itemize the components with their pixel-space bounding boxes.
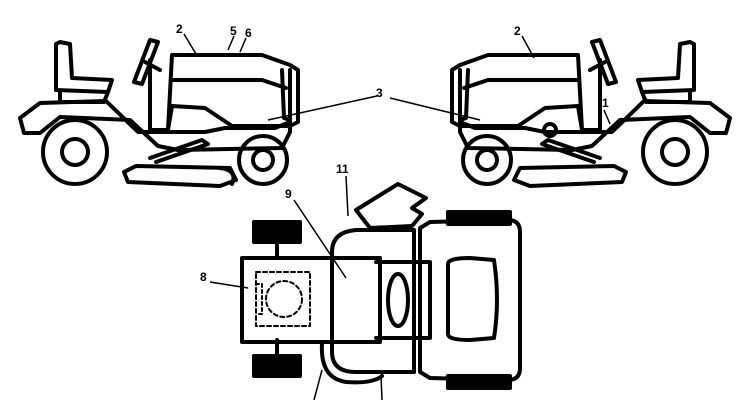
front-tire-bottom xyxy=(252,354,302,378)
steering-wheel-right xyxy=(590,38,618,86)
tractor-top-view xyxy=(240,182,522,390)
discharge-chute xyxy=(354,182,428,230)
mower-deck-right xyxy=(512,164,628,188)
callout-2-left: 2 xyxy=(176,22,183,36)
mower-deck-left xyxy=(122,164,238,188)
rear-wheel-right xyxy=(641,118,709,186)
callout-1: 1 xyxy=(602,96,609,110)
lever-left xyxy=(148,138,210,164)
rear-wheel-left xyxy=(41,118,109,186)
decal-outline xyxy=(255,271,311,327)
front-wheel-right xyxy=(461,134,513,186)
callout-5: 5 xyxy=(230,24,237,38)
tractor-left-side-view xyxy=(18,38,300,188)
hood-right xyxy=(450,53,602,132)
seat-top xyxy=(446,256,499,342)
tractor-right-side-view xyxy=(450,38,732,188)
lever-right xyxy=(540,138,602,164)
mower-deck-top xyxy=(330,228,416,374)
rear-body-top xyxy=(418,218,522,382)
hood-left xyxy=(148,53,300,132)
callout-3: 3 xyxy=(376,86,383,100)
callout-6: 6 xyxy=(245,26,252,40)
front-wheel-left xyxy=(237,134,289,186)
seat-right xyxy=(636,40,696,94)
callout-2-right: 2 xyxy=(514,24,521,38)
callout-9: 9 xyxy=(285,187,292,201)
front-tire-top xyxy=(252,220,302,244)
callout-11: 11 xyxy=(336,162,349,176)
seat-left xyxy=(54,40,114,94)
leader-lines xyxy=(183,33,611,400)
callout-8: 8 xyxy=(200,270,207,284)
steering-wheel-left xyxy=(132,38,160,86)
hood-top xyxy=(240,256,382,344)
